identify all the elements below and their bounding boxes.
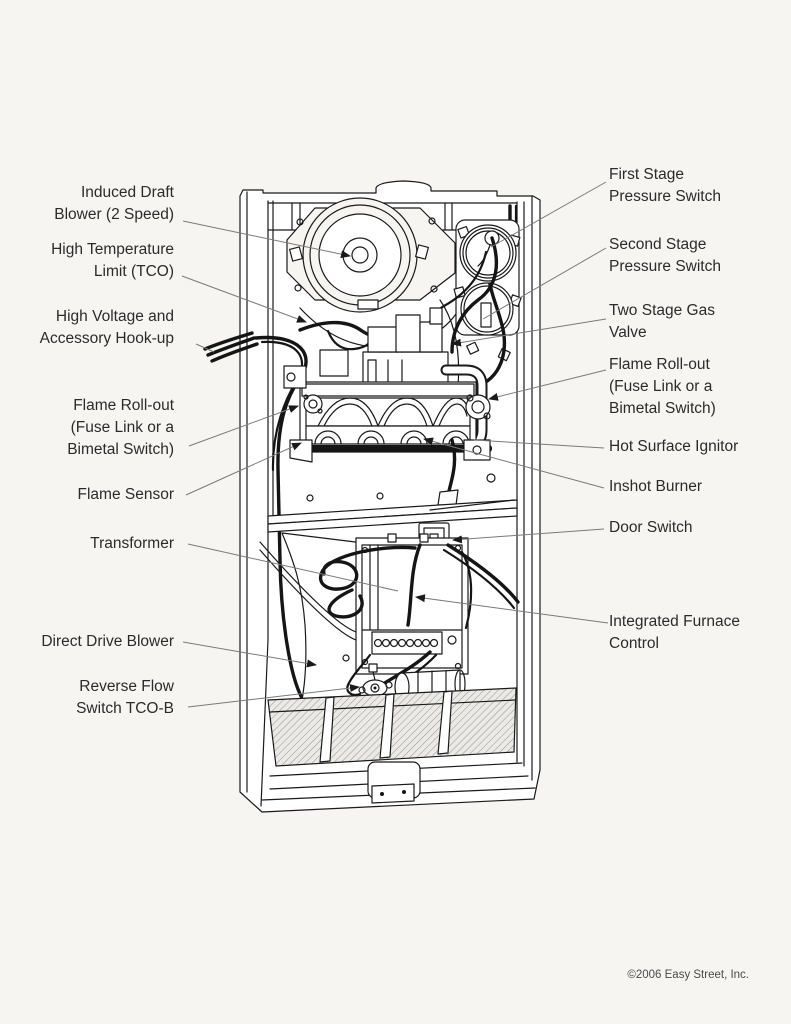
label-flame-rollout-left: Flame Roll-out (Fuse Link or a Bimetal S… (67, 397, 174, 458)
label-door-switch: Door Switch (609, 519, 693, 536)
wiring-lower (318, 543, 520, 696)
label-two-stage-gas-valve: Two Stage Gas Valve (609, 302, 715, 341)
leader-lines (181, 181, 609, 708)
flame-rollout-switch-left (303, 394, 323, 414)
base-filter-rack (267, 687, 517, 804)
label-high-temperature-limit: High Temperature Limit (TCO) (51, 241, 174, 280)
label-transformer: Transformer (90, 535, 174, 552)
label-hot-surface-ignitor: Hot Surface Ignitor (609, 438, 739, 455)
label-high-voltage-hookup: High Voltage and Accessory Hook-up (39, 308, 174, 347)
label-direct-drive-blower: Direct Drive Blower (41, 633, 174, 650)
label-second-stage-pressure-switch: Second Stage Pressure Switch (609, 236, 721, 275)
induced-draft-blower-assembly (286, 197, 467, 387)
label-flame-rollout-right: Flame Roll-out (Fuse Link or a Bimetal S… (609, 356, 716, 417)
base-latch (367, 761, 421, 804)
label-induced-draft-blower: Induced Draft Blower (2 Speed) (54, 184, 174, 223)
copyright-text: ©2006 Easy Street, Inc. (627, 969, 749, 981)
mid-shelf (267, 499, 518, 533)
label-flame-sensor: Flame Sensor (77, 486, 174, 503)
label-reverse-flow-switch: Reverse Flow Switch TCO-B (76, 678, 174, 717)
inshot-burners (305, 425, 471, 445)
flame-rollout-switch-right (465, 394, 491, 420)
label-inshot-burner: Inshot Burner (609, 478, 703, 495)
integrated-furnace-control-board (342, 533, 469, 675)
label-integrated-furnace-control: Integrated Furnace Control (609, 613, 740, 652)
first-stage-pressure-switch (459, 224, 517, 282)
burner-flames (317, 397, 470, 427)
label-first-stage-pressure-switch: First Stage Pressure Switch (609, 166, 721, 205)
